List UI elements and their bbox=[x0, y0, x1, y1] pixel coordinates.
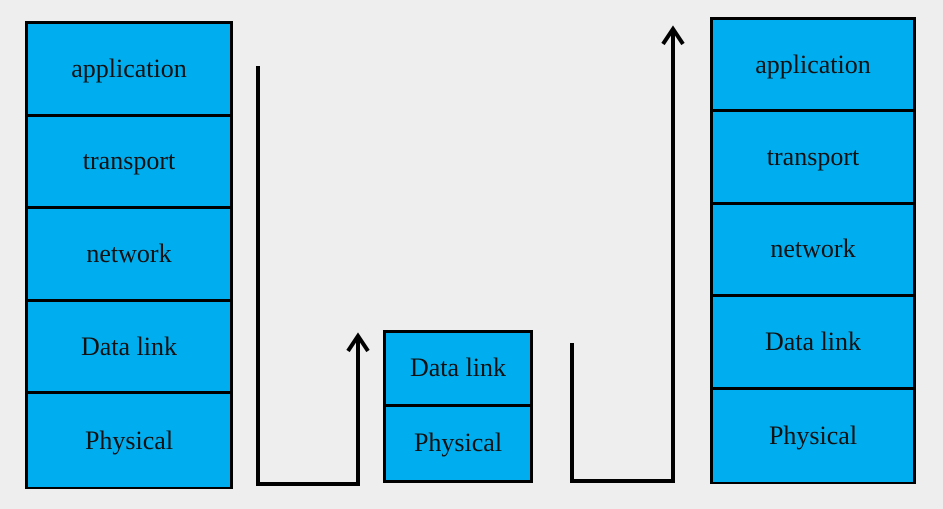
left-layer-data-link: Data link bbox=[28, 301, 230, 395]
left-layer-application: application bbox=[28, 24, 230, 117]
arrowhead-middle-to-right bbox=[661, 25, 685, 46]
right-layer-data-link: Data link bbox=[713, 297, 913, 390]
left-layer-physical: Physical bbox=[28, 394, 230, 487]
right-host-protocol-stack: application transport network Data link … bbox=[710, 17, 916, 484]
right-layer-physical: Physical bbox=[713, 389, 913, 482]
left-host-protocol-stack: application transport network Data link … bbox=[25, 21, 233, 489]
flow-arrow-left-to-middle bbox=[256, 66, 360, 486]
middle-switch-protocol-stack: Data link Physical bbox=[383, 330, 533, 483]
right-layer-network: network bbox=[713, 204, 913, 298]
left-layer-transport: transport bbox=[28, 116, 230, 210]
right-layer-transport: transport bbox=[713, 112, 913, 205]
right-layer-application: application bbox=[713, 20, 913, 113]
arrowhead-left-to-middle bbox=[346, 332, 370, 353]
middle-layer-data-link: Data link bbox=[386, 333, 530, 407]
left-layer-network: network bbox=[28, 209, 230, 302]
middle-layer-physical: Physical bbox=[386, 406, 530, 480]
flow-arrow-middle-to-right bbox=[570, 29, 675, 483]
